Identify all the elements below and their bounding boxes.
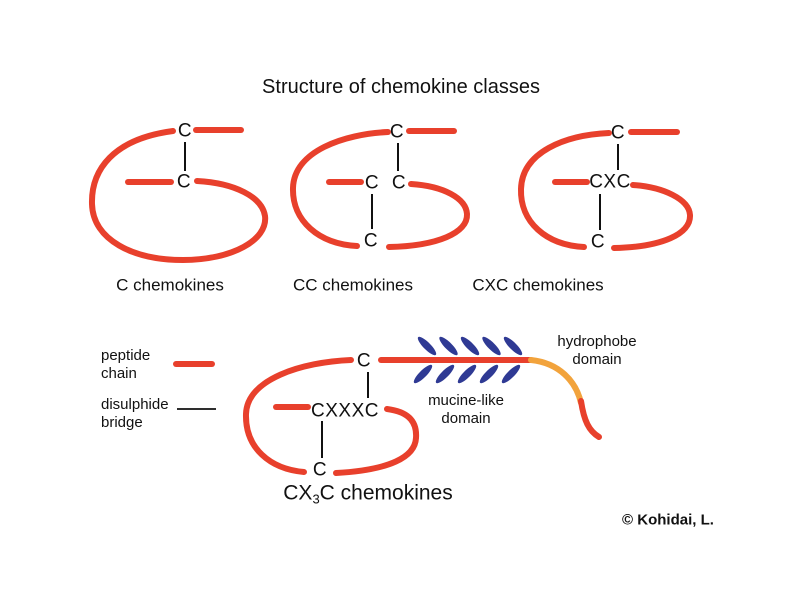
c-peptide-loop	[88, 128, 269, 264]
mucine-ellipse	[457, 364, 477, 384]
cx3c-label-prefix: CX	[283, 481, 313, 505]
legend-peptide-chain-label: peptide chain	[101, 347, 151, 382]
legend-swatches	[173, 361, 216, 410]
cc-peptide-inner-curl	[386, 181, 470, 250]
cxc-bottom-cysteine: C	[590, 231, 606, 253]
mucine-ellipse	[439, 336, 458, 356]
cx3c-top-cysteine: C	[356, 350, 372, 372]
cc-top-cysteine: C	[389, 121, 405, 143]
mucine-like-domain-glycans	[413, 336, 523, 384]
cc-structure	[289, 128, 470, 250]
cx3c-structure-label: CX3C chemokines	[283, 483, 452, 506]
c-structure	[88, 127, 269, 264]
mucine-ellipse	[435, 364, 455, 384]
cc-structure-label: CC chemokines	[293, 275, 413, 295]
mucine-ellipse	[417, 336, 437, 356]
c-structure-label: C chemokines	[116, 275, 224, 295]
cc-peptide-loop	[289, 129, 391, 249]
c-top-cysteine: C	[177, 120, 193, 142]
copyright-credit: © Kohidai, L.	[622, 511, 714, 529]
mucine-ellipse	[503, 336, 523, 356]
mucine-ellipse	[482, 336, 501, 356]
hydrophobe-domain-annotation: hydrophobe domain	[557, 333, 637, 368]
cxc-top-cysteine: C	[610, 122, 626, 144]
cc-mid-left-cysteine: C	[364, 172, 380, 194]
cx3c-peptide-inner-curl	[333, 406, 420, 476]
mucine-ellipse	[501, 364, 521, 384]
cx3c-chain-tip	[578, 398, 602, 440]
cx3c-mid-motif: CXXXC	[311, 400, 379, 422]
cx3c-label-subscript: 3	[312, 491, 320, 507]
cxc-structure	[517, 129, 693, 251]
cx3c-bottom-cysteine: C	[312, 459, 328, 481]
mucine-ellipse	[460, 336, 480, 356]
cx3c-label-suffix: C chemokines	[319, 481, 453, 505]
cxc-mid-motif: CXC	[589, 171, 631, 193]
cxc-peptide-loop	[517, 130, 612, 250]
cx3c-hydrophobe-curve	[528, 357, 584, 406]
cxc-peptide-inner-curl	[611, 182, 693, 251]
cx3c-peptide-loop	[242, 357, 354, 475]
legend-disulphide-bridge-label: disulphide bridge	[101, 396, 169, 431]
cx3c-structure	[242, 336, 602, 476]
cc-bottom-cysteine: C	[363, 230, 379, 252]
page-title: Structure of chemokine classes	[262, 76, 540, 98]
cc-mid-right-cysteine: C	[391, 172, 407, 194]
mucine-ellipse	[413, 364, 433, 384]
cxc-structure-label: CXC chemokines	[472, 275, 604, 295]
mucine-ellipse	[479, 364, 499, 384]
c-mid-cysteine: C	[176, 171, 192, 193]
mucine-like-domain-annotation: mucine-like domain	[428, 392, 504, 427]
